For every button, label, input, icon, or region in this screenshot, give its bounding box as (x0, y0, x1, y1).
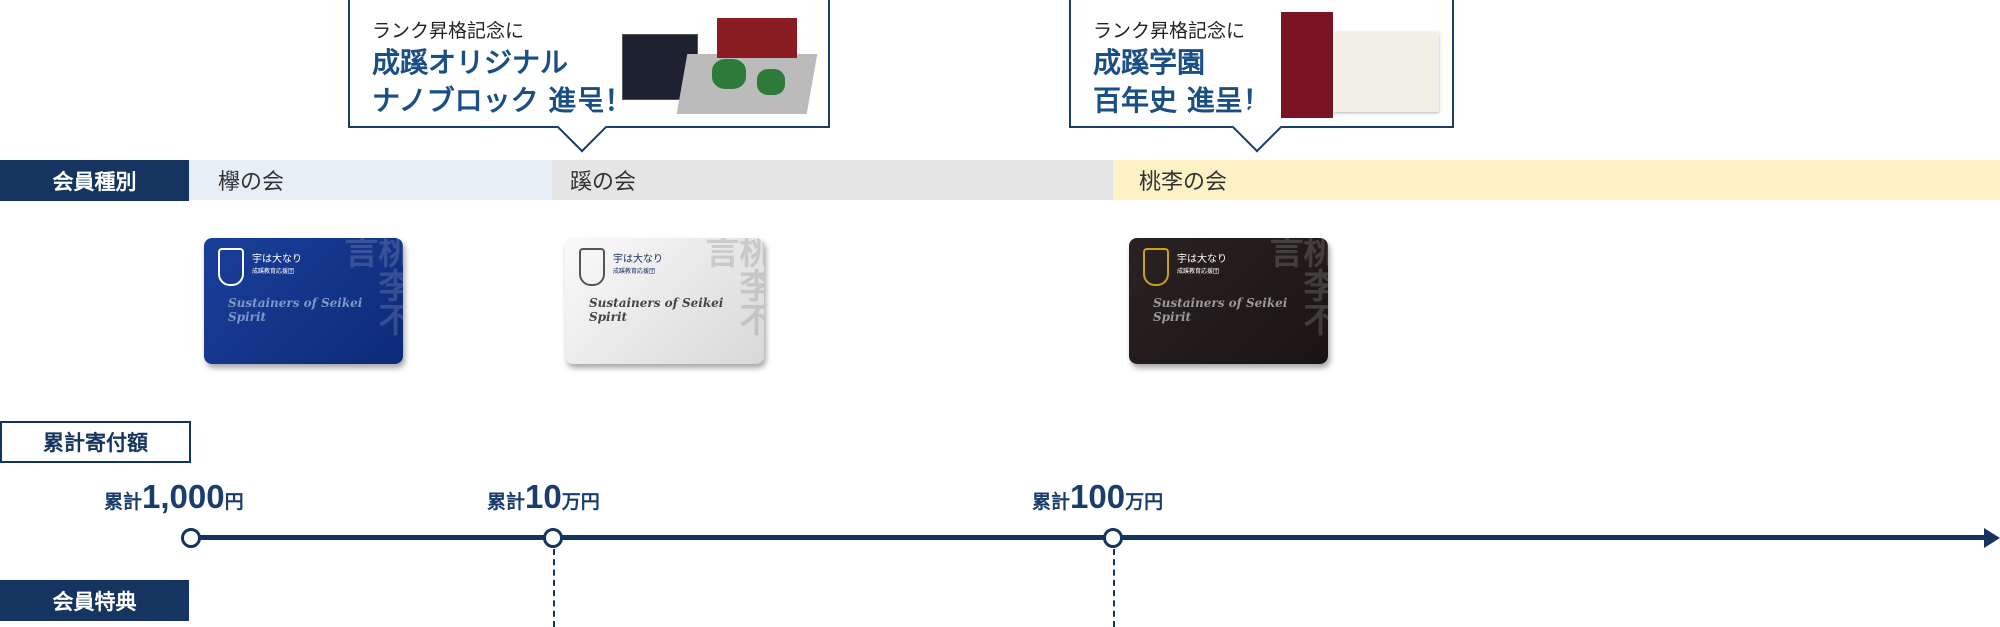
seikei-emblem-icon (1143, 248, 1169, 286)
popup-pretext: ランク昇格記念に (372, 20, 525, 42)
tier-tori: 桃李の会 (1113, 160, 2000, 200)
card-slogan: Sustainers of Seikei Spirit (1153, 296, 1288, 324)
seikei-emblem-icon (218, 248, 244, 286)
milestone-dot (181, 528, 201, 548)
card-motto: 宇は大なり (252, 254, 302, 265)
popup-pretext: ランク昇格記念に (1093, 20, 1246, 42)
member-card-black: 宇は大なり 成蹊教育応援団 Sustainers of Seikei Spiri… (1129, 238, 1328, 364)
card-org: 成蹊教育応援団 (613, 268, 656, 275)
centennial-book-photo (1281, 12, 1443, 120)
card-calligraphy: 桃李不言 (1263, 238, 1328, 336)
tier-keyaki: 欅の会 (189, 160, 552, 200)
member-card-silver: 宇は大なり 成蹊教育応援団 Sustainers of Seikei Spiri… (565, 238, 764, 364)
card-org: 成蹊教育応援団 (252, 268, 295, 275)
rank-up-popup-nanoblock: ランク昇格記念に 成蹊オリジナル ナノブロック 進呈！ (348, 0, 830, 153)
card-slogan: Sustainers of Seikei Spirit (228, 296, 363, 324)
seikei-emblem-icon (579, 248, 605, 286)
timeline-arrow-icon (1984, 528, 2000, 548)
milestone-dot (1103, 528, 1123, 548)
dashed-connector (553, 549, 555, 627)
member-benefits-label: 会員特典 (0, 580, 189, 621)
popup-main-text: 成蹊オリジナル ナノブロック 進呈！ (372, 46, 633, 117)
card-slogan: Sustainers of Seikei Spirit (589, 296, 724, 324)
donation-total-label: 累計寄付額 (0, 421, 191, 463)
member-card-blue: 宇は大なり 成蹊教育応援団 Sustainers of Seikei Spiri… (204, 238, 403, 364)
card-calligraphy: 桃李不言 (338, 238, 403, 336)
milestone-1000: 累計1,000円 (104, 478, 244, 515)
timeline-line (191, 535, 1986, 540)
milestone-1m: 累計100万円 (1032, 478, 1164, 515)
dashed-connector (1113, 549, 1115, 627)
nanoblock-photo (622, 14, 818, 120)
card-motto: 宇は大なり (613, 254, 663, 265)
card-org: 成蹊教育応援団 (1177, 268, 1220, 275)
milestone-100k: 累計10万円 (487, 478, 600, 515)
rank-up-popup-book: ランク昇格記念に 成蹊学園 百年史 進呈！ (1069, 0, 1454, 153)
card-motto: 宇は大なり (1177, 254, 1227, 265)
popup-main-text: 成蹊学園 百年史 進呈！ (1093, 46, 1271, 117)
milestone-dot (543, 528, 563, 548)
membership-type-label: 会員種別 (0, 160, 189, 201)
tier-kei: 蹊の会 (552, 160, 1113, 200)
card-calligraphy: 桃李不言 (699, 238, 764, 336)
